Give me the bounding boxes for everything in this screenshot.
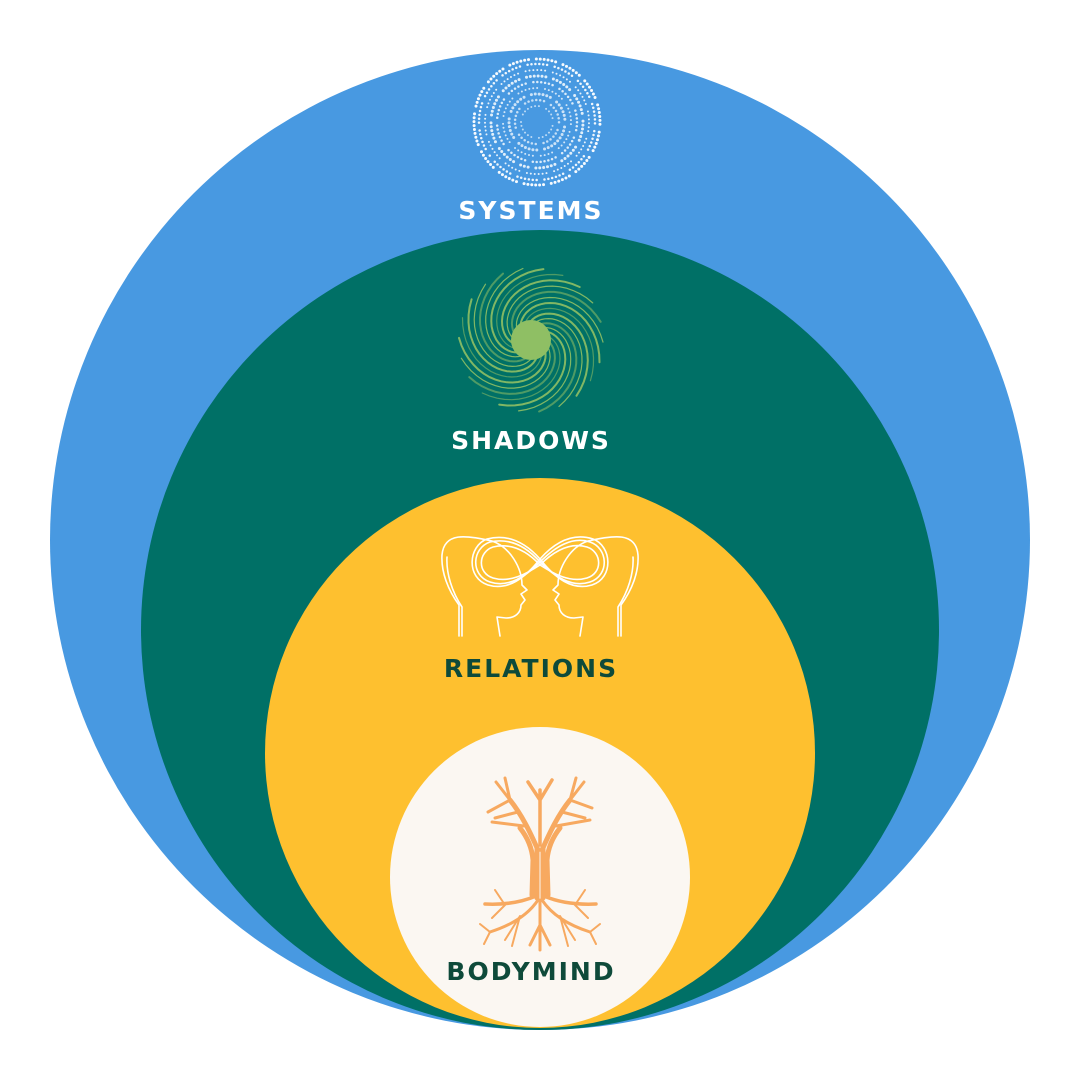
concentric-dots-icon — [472, 57, 602, 187]
bodymind-label: BODYMIND — [446, 957, 615, 986]
shadows-label: SHADOWS — [451, 426, 611, 455]
systems-label: SYSTEMS — [458, 196, 603, 225]
tree-roots-icon — [479, 776, 601, 952]
bodymind-circle — [390, 727, 690, 1027]
relations-label: RELATIONS — [444, 654, 618, 683]
two-heads-infinity-icon — [441, 535, 639, 637]
swirl-vortex-icon — [458, 267, 604, 413]
